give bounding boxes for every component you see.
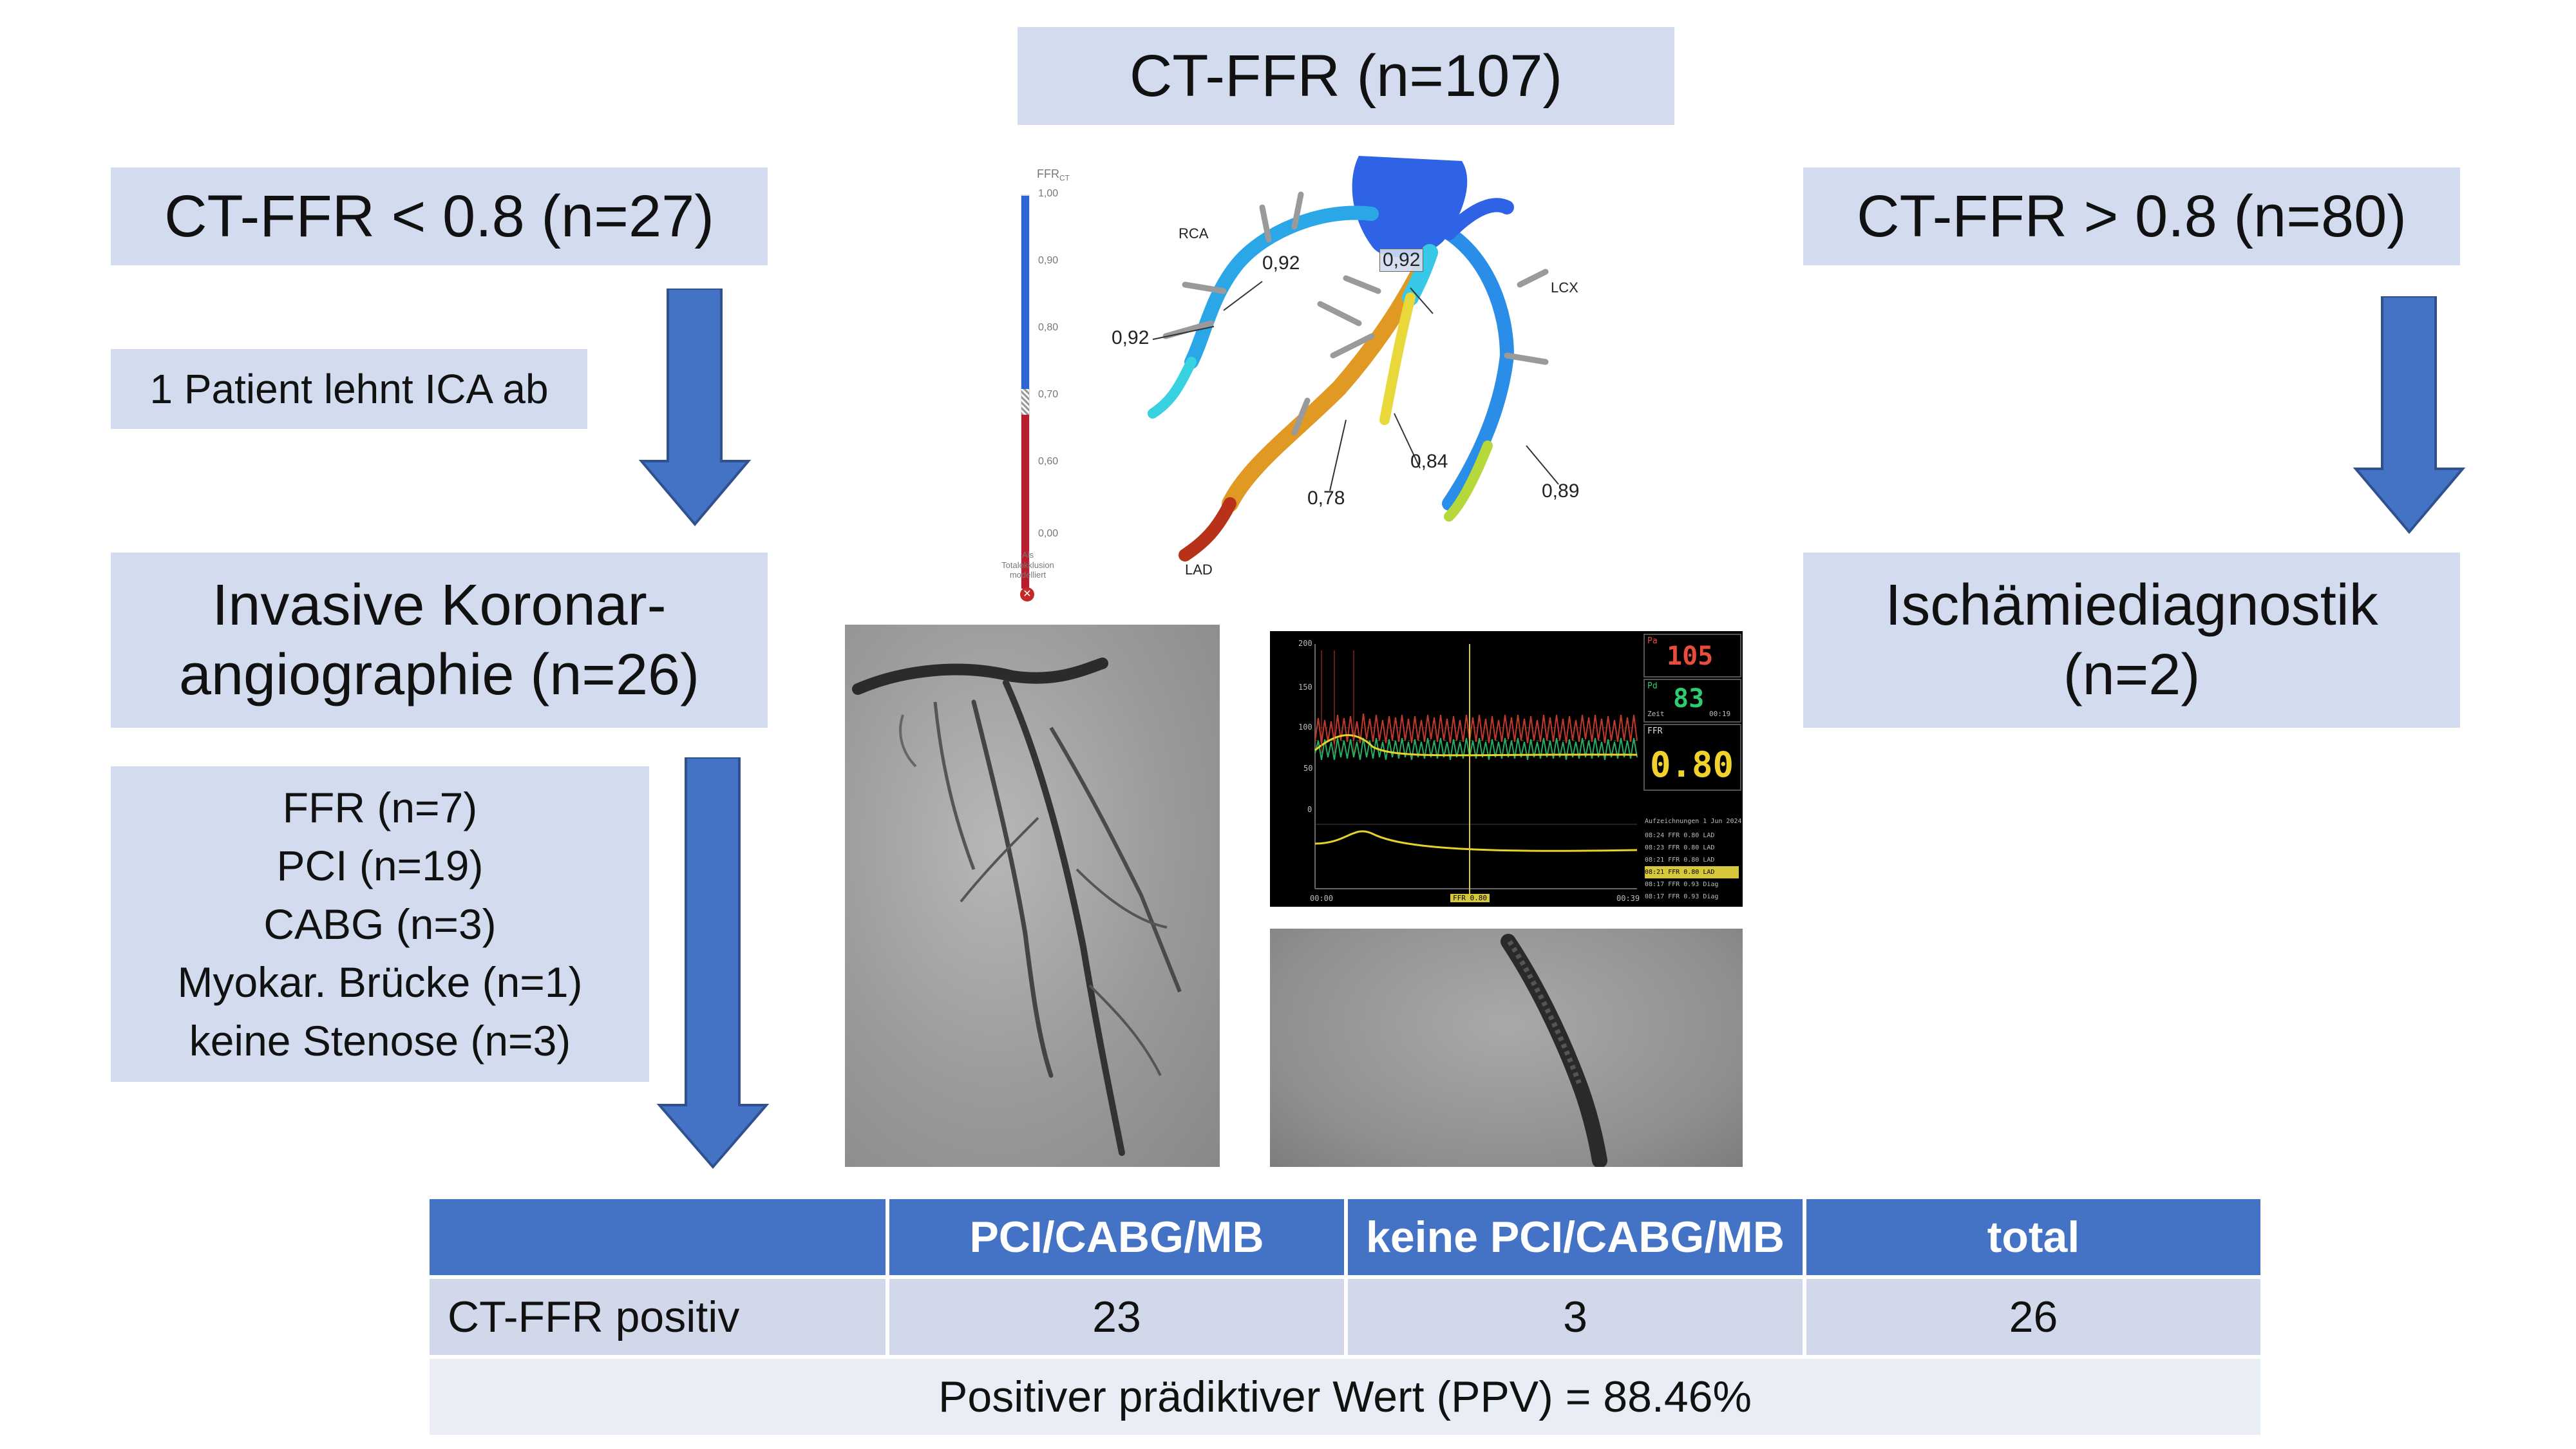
arrow-down-left-2 — [656, 757, 770, 1170]
y-tick-200: 200 — [1298, 639, 1312, 648]
log-row: 08:23 FFR 0.80 LAD — [1645, 844, 1715, 851]
ica-label-line1: Invasive Koronar- — [212, 573, 667, 638]
outcome-pci: PCI (n=19) — [276, 842, 484, 890]
zeit-label: Zeit — [1647, 710, 1665, 718]
label-lad: LAD — [1185, 562, 1213, 578]
outcomes-box: FFR (n=7) PCI (n=19) CABG (n=3) Myokar. … — [111, 766, 649, 1082]
x-end: 00:39 — [1616, 894, 1640, 903]
ica-box: Invasive Koronar- angiographie (n=26) — [111, 553, 768, 728]
ppv-row: Positiver prädiktiver Wert (PPV) = 88.46… — [430, 1359, 2260, 1435]
header-blank — [430, 1199, 889, 1275]
label-rca: RCA — [1179, 225, 1209, 242]
outcome-no-stenosis: keine Stenose (n=3) — [189, 1016, 571, 1065]
ffr-marker: FFR 0.80 — [1450, 894, 1490, 902]
ffr-tick-100: 1,00 — [1038, 188, 1059, 199]
ffr-scale-hatch — [1021, 389, 1029, 415]
coronary-tree-model — [1148, 156, 1559, 562]
angiography-image — [845, 625, 1220, 1167]
y-tick-0: 0 — [1307, 805, 1312, 814]
zeit-value: 00:19 — [1709, 710, 1731, 718]
ffr-scale-title: FFRCT — [1037, 167, 1070, 183]
header-pci: PCI/CABG/MB — [889, 1199, 1348, 1275]
log-title: Aufzeichnungen 1 Jun 2024 — [1645, 818, 1742, 825]
ffr-tick-000: 0,00 — [1038, 528, 1059, 539]
log-row: 08:24 FFR 0.80 LAD — [1645, 832, 1715, 839]
table-row: CT-FFR positiv 23 3 26 — [430, 1279, 2260, 1355]
positive-label: CT-FFR < 0.8 (n=27) — [164, 183, 714, 249]
y-tick-100: 100 — [1298, 723, 1312, 732]
header-no-pci: keine PCI/CABG/MB — [1348, 1199, 1806, 1275]
pd-value: 83 — [1673, 684, 1705, 714]
ppv-text: Positiver prädiktiver Wert (PPV) = 88.46… — [938, 1372, 1752, 1421]
refusal-box: 1 Patient lehnt ICA ab — [111, 349, 587, 429]
outcome-cabg: CABG (n=3) — [263, 900, 497, 948]
ct-ffr-model-figure: FFRCT 1,00 0,90 0,80 0,70 0,60 0,00 Als … — [960, 143, 1642, 607]
value-lm: 0,92 — [1379, 249, 1424, 272]
value-diag: 0,84 — [1410, 451, 1448, 472]
ffr-scale-red — [1021, 415, 1029, 589]
total-label: CT-FFR (n=107) — [1129, 43, 1563, 109]
ica-label-line2: angiographie (n=26) — [178, 643, 700, 707]
log-row: 08:17 FFR 0.93 Diag — [1645, 893, 1719, 900]
ffr-panel: FFR 0.80 — [1643, 724, 1741, 791]
header-total: total — [1987, 1213, 2080, 1262]
x-start: 00:00 — [1310, 894, 1334, 903]
y-tick-150: 150 — [1298, 683, 1312, 692]
ffr-tick-060: 0,60 — [1038, 456, 1059, 467]
ffr-label: FFR — [1647, 726, 1663, 736]
cell-total: 26 — [2009, 1293, 2058, 1341]
ischemia-label-line1: Ischämiediagnostik — [1885, 573, 2378, 638]
log-row-selected: 08:21 FFR 0.80 LAD — [1645, 866, 1739, 878]
ffr-monitor: 200 150 100 50 0 00:00 00:39 FFR 0.80 Pa… — [1270, 631, 1743, 907]
angiography-vessels — [852, 658, 1182, 1156]
ffr-tick-080: 0,80 — [1038, 322, 1059, 333]
ischemia-label-line2: (n=2) — [2063, 643, 2201, 707]
occlusion-icon: ✕ — [1020, 587, 1034, 601]
stent-image — [1270, 929, 1743, 1167]
pa-value: 105 — [1667, 641, 1714, 671]
outcome-bridge: Myokar. Brücke (n=1) — [177, 958, 583, 1007]
log-row: 08:17 FFR 0.93 Diag — [1645, 881, 1719, 888]
negative-label: CT-FFR > 0.8 (n=80) — [1857, 183, 2407, 249]
log-row: 08:21 FFR 0.80 LAD — [1645, 857, 1715, 864]
arrow-down-left-1 — [638, 289, 752, 527]
value-rca-mid: 0,92 — [1262, 252, 1300, 274]
positive-box: CT-FFR < 0.8 (n=27) — [111, 167, 768, 265]
label-lcx: LCX — [1551, 279, 1578, 296]
arrow-down-right — [2353, 296, 2466, 535]
negative-box: CT-FFR > 0.8 (n=80) — [1803, 167, 2460, 265]
ffr-scale-blue — [1021, 196, 1029, 389]
row-label: CT-FFR positiv — [430, 1279, 889, 1355]
ffr-tick-090: 0,90 — [1038, 255, 1059, 266]
refusal-label: 1 Patient lehnt ICA ab — [149, 365, 549, 412]
table-header-row: PCI/CABG/MB keine PCI/CABG/MB total — [430, 1199, 2260, 1275]
value-rca-prox: 0,92 — [1112, 327, 1150, 348]
pa-label: Pa — [1647, 636, 1658, 646]
occlusion-note: Als Totalokklusion modelliert — [1001, 550, 1054, 580]
ischemia-box: Ischämiediagnostik (n=2) — [1803, 553, 2460, 728]
total-box: CT-FFR (n=107) — [1018, 27, 1674, 125]
ffr-tick-070: 0,70 — [1038, 389, 1059, 400]
log-list: 08:24 FFR 0.80 LAD 08:23 FFR 0.80 LAD 08… — [1645, 829, 1739, 903]
stent-shape — [1501, 934, 1607, 1167]
pa-panel: Pa 105 — [1643, 634, 1741, 677]
cell-pci: 23 — [889, 1279, 1348, 1355]
results-table: PCI/CABG/MB keine PCI/CABG/MB total CT-F… — [430, 1199, 2260, 1435]
ffr-value: 0.80 — [1650, 744, 1734, 785]
outcome-ffr: FFR (n=7) — [282, 783, 478, 831]
pd-label: Pd — [1647, 681, 1658, 691]
cell-no-pci: 3 — [1348, 1279, 1806, 1355]
value-lcx: 0,89 — [1542, 480, 1580, 502]
y-tick-50: 50 — [1303, 764, 1313, 773]
pressure-trace — [1314, 644, 1638, 895]
value-lad: 0,78 — [1307, 488, 1345, 509]
pd-panel: Pd 83 Zeit 00:19 — [1643, 679, 1741, 723]
